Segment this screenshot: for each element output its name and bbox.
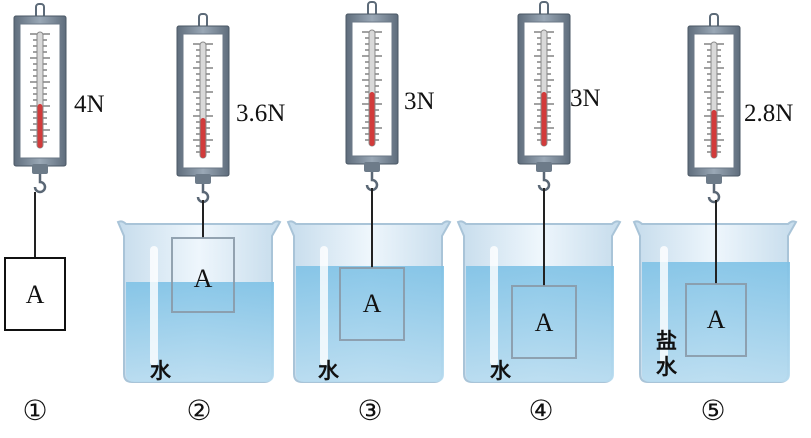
block-label: A [707,305,726,334]
spring-scale [517,1,571,192]
force-reading: 3.6N [236,100,285,127]
setup-5: A 2.8N 盐 水 ⑤ [632,13,798,427]
water [296,266,444,382]
block-a [171,237,235,313]
setup-number: ④ [528,394,553,427]
beaker [286,220,452,383]
setup-number: ③ [357,394,382,427]
indicator-bar [541,92,547,146]
spring-scale [687,13,741,204]
block-label: A [26,280,45,309]
spring-scale [13,3,67,194]
setup-3: A 3N 水 ③ [286,1,452,427]
liquid-label: 水 [318,359,340,383]
block-a [511,285,577,359]
block-label: A [194,264,213,293]
setup-number: ⑤ [700,394,725,427]
liquid-label: 水 [490,359,512,383]
water [126,282,274,382]
force-reading: 2.8N [744,100,793,127]
indicator-bar [711,110,717,158]
setup-4: A 3N 水 ④ [456,1,622,427]
block-a [339,267,405,341]
liquid-label: 水 [150,359,172,383]
setup-number: ① [22,394,47,427]
water [642,262,790,382]
indicator-bar [200,118,206,158]
block-label: A [363,289,382,318]
liquid-label: 盐 水 [656,329,684,379]
force-reading: 4N [74,91,105,118]
spring-scale [176,13,230,204]
indicator-bar [37,104,43,148]
setup-number: ② [186,394,211,427]
beaker [632,220,798,383]
spring-scale [345,1,399,192]
block-a [685,283,747,357]
force-reading: 3N [570,85,601,112]
beaker [116,220,282,383]
liquid-label-line: 盐 [656,329,677,353]
block-label: A [535,308,554,337]
indicator-bar [369,92,375,146]
liquid-label-line: 水 [656,355,678,379]
block-a [4,257,66,331]
force-reading: 3N [404,88,435,115]
setup-2: A 3.6N 水 ② [116,13,285,427]
setup-1: A 4N ① [4,3,105,427]
